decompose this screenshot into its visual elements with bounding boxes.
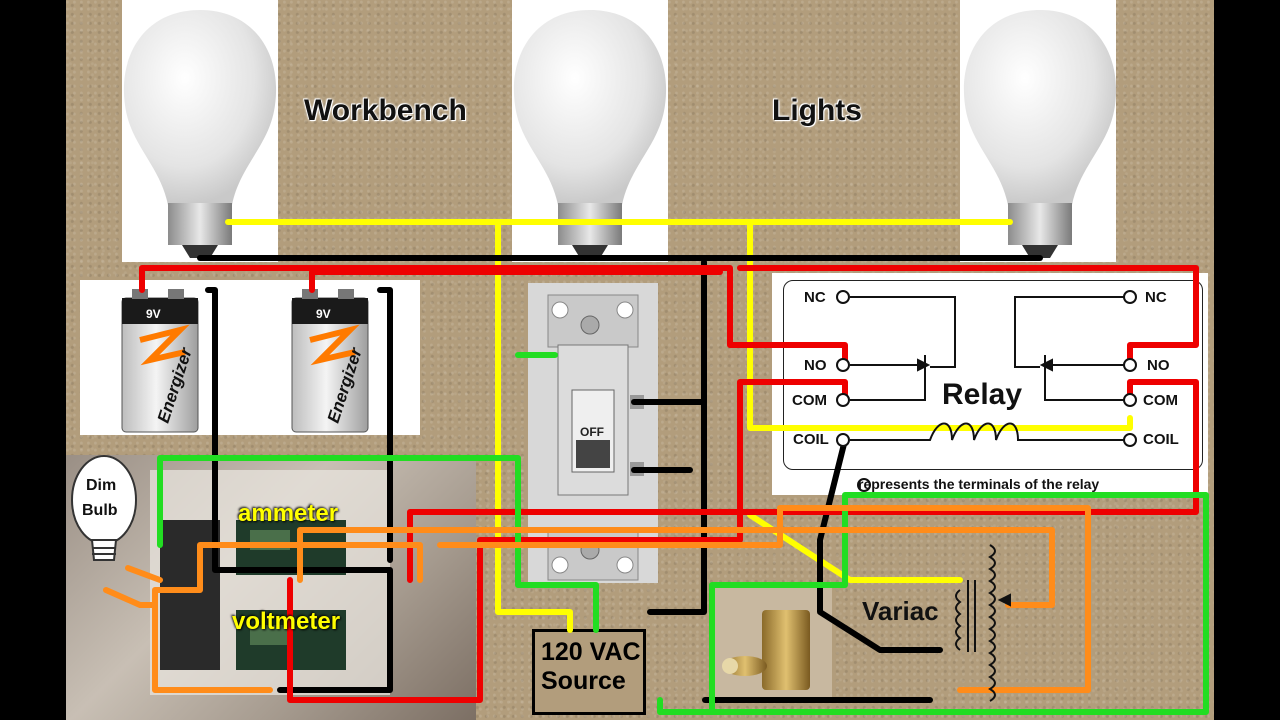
relay-terminals — [836, 290, 1137, 492]
title-workbench: Workbench — [304, 94, 467, 127]
voltmeter-label: voltmeter — [232, 608, 341, 635]
dim-bulb-line2: Bulb — [82, 502, 118, 519]
terminal-nc-right — [1123, 290, 1137, 304]
terminal-coil-right — [1123, 433, 1137, 447]
bulb-right-icon — [963, 10, 1117, 258]
source-line1: 120 VAC — [541, 638, 641, 666]
meter-panel-details — [150, 470, 390, 695]
relay-outline — [783, 280, 1203, 470]
bulb-left-icon — [123, 10, 277, 258]
terminal-legend-icon — [857, 478, 871, 492]
switch-state: OFF — [580, 425, 604, 439]
relay-left-coil: COIL — [793, 431, 829, 448]
source-line2: Source — [541, 667, 626, 695]
relay-right-coil: COIL — [1143, 431, 1179, 448]
terminal-nc-left — [836, 290, 850, 304]
terminal-coil-left — [836, 433, 850, 447]
source-box: 120 VAC Source — [532, 629, 646, 715]
terminal-com-right — [1123, 393, 1137, 407]
relay-right-nc: NC — [1145, 289, 1167, 306]
dim-bulb-line1: Dim — [86, 477, 116, 494]
relay-legend: represents the terminals of the relay — [858, 476, 1100, 492]
relay-left-nc: NC — [804, 289, 826, 306]
relay-schematic — [850, 296, 1124, 441]
left-letterbox — [0, 0, 66, 720]
relay-left-com: COM — [792, 392, 827, 409]
battery-left-voltage: 9V — [146, 307, 161, 321]
terminal-no-left — [836, 358, 850, 372]
relay-title: Relay — [942, 378, 1023, 411]
right-letterbox — [1214, 0, 1280, 720]
battery-right-voltage: 9V — [316, 307, 331, 321]
relay-right-no: NO — [1147, 357, 1170, 374]
relay-right-com: COM — [1143, 392, 1178, 409]
battery-right-icon: 9V Energizer — [291, 289, 369, 433]
terminal-com-left — [836, 393, 850, 407]
wires — [103, 219, 1209, 715]
toggle-switch-icon — [722, 610, 810, 690]
title-lights: Lights — [772, 94, 862, 127]
variac-coil-icon — [955, 544, 1011, 702]
ammeter-label: ammeter — [238, 500, 339, 527]
battery-left-icon: 9V Energizer — [121, 289, 199, 433]
dim-bulb-icon: Dim Bulb — [71, 455, 137, 561]
relay-left-no: NO — [804, 357, 827, 374]
variac-label: Variac — [862, 596, 939, 626]
terminal-no-right — [1123, 358, 1137, 372]
